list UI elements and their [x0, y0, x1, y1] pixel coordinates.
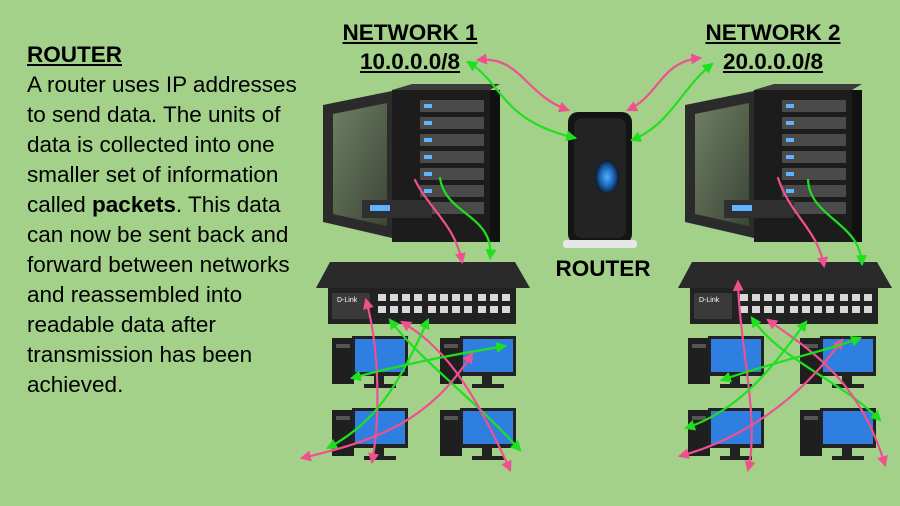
network-1-label: NETWORK 1 10.0.0.0/8: [330, 18, 490, 76]
network-2-title: NETWORK 2: [705, 20, 841, 45]
network-1-address: 10.0.0.0/8: [359, 49, 461, 74]
network-switch-icon: [316, 262, 530, 324]
packet-arrow: [719, 336, 863, 383]
server-icon: [685, 84, 862, 242]
network-2-label: NETWORK 2 20.0.0.0/8: [693, 18, 853, 76]
router-label: ROUTER: [555, 256, 651, 281]
packet-arrow: [776, 176, 828, 269]
network-1-title: NETWORK 1: [342, 20, 478, 45]
description-text-before: A router uses IP addresses to send data.…: [27, 72, 297, 217]
network-switch-icon: [678, 262, 892, 324]
router-description: ROUTER A router uses IP addresses to send…: [27, 40, 317, 400]
switch-brand-logo: D-Link: [337, 297, 358, 304]
router-icon: [563, 112, 637, 248]
packet-arrow: [438, 176, 497, 261]
description-bold-term: packets: [92, 192, 176, 217]
packet-arrow: [629, 62, 714, 142]
packet-arrow: [413, 178, 466, 265]
packet-arrow: [806, 178, 868, 267]
packet-arrow: [466, 60, 578, 142]
description-heading: ROUTER: [27, 42, 122, 67]
server-icon: [323, 84, 500, 242]
packet-arrow: [626, 53, 703, 112]
description-text-after: . This data can now be sent back and for…: [27, 192, 290, 397]
data-flow-arrows: [299, 53, 888, 473]
switch-brand-logo: D-Link: [699, 297, 720, 304]
network-2-address: 20.0.0.0/8: [722, 49, 824, 74]
packet-arrow: [349, 342, 508, 382]
desktop-computer-icon: [688, 336, 764, 388]
